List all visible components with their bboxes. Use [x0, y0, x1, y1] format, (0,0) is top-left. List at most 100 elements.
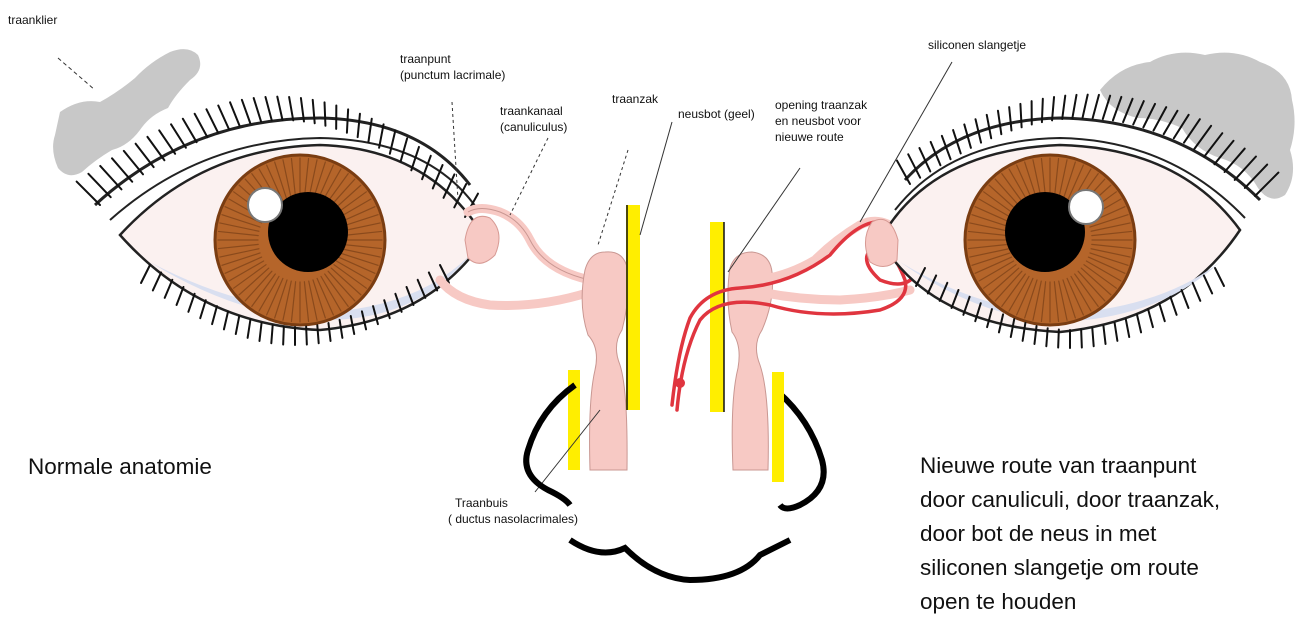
eyelash	[1081, 330, 1082, 348]
left-lacrimal-gland	[53, 49, 200, 175]
eyelash	[230, 102, 239, 125]
eyelash	[313, 100, 315, 123]
traanzak-label: traanzak	[612, 92, 658, 107]
traanzak-leader	[598, 150, 628, 245]
eyelash	[88, 174, 110, 197]
eyelash	[1148, 309, 1153, 327]
left-gland-leader	[58, 58, 95, 90]
eyelash	[224, 311, 228, 329]
right-eye	[865, 53, 1294, 348]
eyelash	[1093, 95, 1099, 118]
eyelash	[242, 100, 250, 123]
left-nasal-bone-upper	[626, 205, 640, 410]
eyelash	[100, 166, 121, 189]
eyelash	[177, 287, 184, 305]
left-caruncle	[465, 216, 499, 263]
caption-new-route-line5: open te houden	[920, 588, 1076, 616]
eyelash	[1159, 303, 1165, 321]
eyelash	[259, 323, 261, 341]
eyelash	[153, 272, 161, 290]
eyelash	[401, 138, 408, 161]
eyelash	[1058, 330, 1059, 348]
eyelash	[112, 158, 132, 181]
traanpunt-label: traanpunt	[400, 52, 451, 67]
nose-left-curve	[526, 385, 575, 505]
eyelash	[1137, 314, 1141, 332]
eyelash	[1092, 328, 1093, 346]
traankanaal-sublabel: (canuliculus)	[500, 120, 567, 135]
eyelash	[212, 306, 217, 324]
eyelash	[218, 106, 229, 129]
left-tear-sac	[582, 252, 628, 470]
opening-label-line3: nieuwe route	[775, 130, 844, 145]
traanklier-label: traanklier	[8, 13, 57, 28]
eyelash	[325, 102, 326, 125]
eyelash	[141, 265, 150, 283]
caption-new-route-line4: siliconen slangetje om route	[920, 554, 1199, 582]
opening-label-line1: opening traanzak	[775, 98, 867, 113]
caption-new-route-line2: door canuliculi, door traanzak,	[920, 486, 1220, 514]
eyelash	[1009, 107, 1011, 130]
eyelash	[931, 142, 941, 165]
right-eye-highlight	[1069, 190, 1103, 224]
eyelash	[1042, 99, 1043, 122]
eyelash	[277, 97, 282, 120]
traanpunt-sublabel: (punctum lacrimale)	[400, 68, 505, 83]
eyelash	[897, 161, 910, 184]
eyelash	[1115, 323, 1118, 341]
nose-right-curve	[778, 392, 824, 509]
traankanaal-leader	[510, 138, 548, 215]
caption-normal-anatomy: Normale anatomie	[28, 453, 212, 481]
eyelash	[306, 327, 307, 345]
eyelash	[1062, 96, 1065, 119]
eyelash	[1103, 326, 1105, 344]
eyelash	[188, 294, 194, 312]
opening-label-line2: en neusbot voor	[775, 114, 861, 129]
eyelash	[206, 109, 218, 132]
eyelash	[1020, 104, 1021, 127]
eyelash	[248, 320, 251, 338]
eyelash	[1193, 283, 1201, 301]
neusbot-leader	[640, 122, 672, 235]
neusbot-label: neusbot (geel)	[678, 107, 755, 122]
eyelash	[283, 327, 284, 345]
eyelash	[200, 300, 206, 318]
eyelash	[1126, 319, 1129, 337]
left-eye-highlight	[248, 188, 282, 222]
eyelash	[289, 97, 293, 120]
right-lower-canaliculus	[760, 290, 910, 300]
left-tear-system	[440, 102, 672, 492]
eyelash	[77, 182, 100, 205]
nose-bottom	[570, 540, 790, 580]
eyelash	[147, 137, 164, 160]
eyelash	[265, 97, 271, 120]
eyelash	[159, 130, 175, 153]
eyelash	[998, 111, 1001, 134]
siliconen-label: siliconen slangetje	[928, 38, 1026, 53]
eyelash	[1204, 275, 1212, 293]
left-lower-canaliculus	[440, 280, 590, 305]
eyelash	[124, 151, 143, 174]
traanbuis-label: Traanbuis	[455, 496, 508, 511]
eyelash	[358, 114, 360, 137]
caption-new-route-line1: Nieuwe route van traanpunt	[920, 452, 1196, 480]
eyelash	[1072, 95, 1076, 118]
eyelash	[136, 144, 154, 167]
right-nasal-bone-lower	[772, 372, 784, 482]
eyelash	[165, 280, 173, 298]
right-nasal-bone-upper	[710, 222, 724, 412]
eyelash	[1182, 290, 1189, 308]
eyelash	[236, 316, 239, 334]
eyelash	[1083, 95, 1088, 118]
eyelash	[195, 114, 208, 137]
traankanaal-label: traankanaal	[500, 104, 563, 119]
eyelash	[183, 119, 197, 142]
eyelash	[271, 325, 272, 343]
eyelash	[317, 325, 318, 343]
eyelash	[347, 109, 348, 132]
eyelash	[1046, 328, 1047, 346]
eyelash	[171, 124, 186, 147]
traanbuis-sublabel: ( ductus nasolacrimales)	[448, 512, 578, 527]
eyelash	[1170, 297, 1176, 315]
eyelash	[254, 98, 261, 121]
